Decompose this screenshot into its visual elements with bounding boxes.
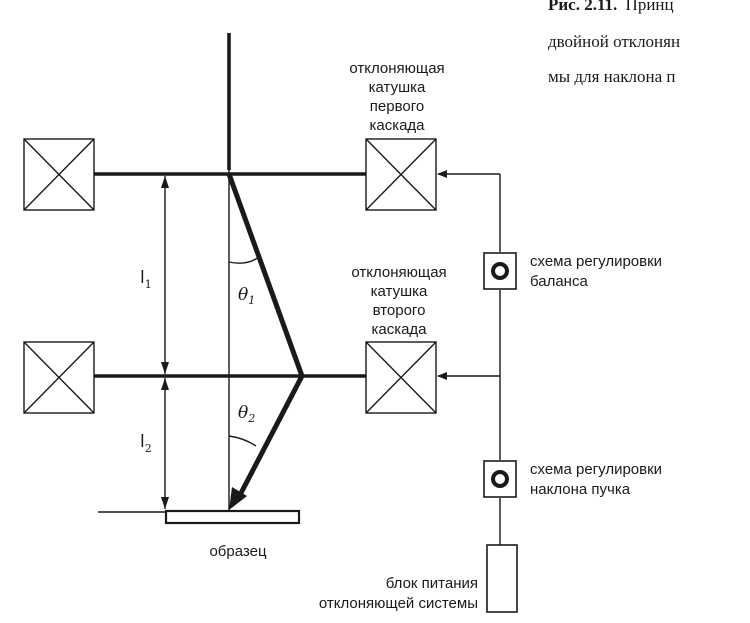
specimen-label: образец [209, 543, 267, 560]
balance-control-knob [483, 252, 517, 290]
svg-text:отклоняющая: отклоняющая [349, 60, 444, 77]
svg-text:каскада: каскада [369, 117, 425, 134]
tilt-control-knob [483, 460, 517, 498]
power-supply-block [486, 544, 518, 613]
theta2-label: θ2 [238, 403, 255, 425]
svg-text:отклоняющая: отклоняющая [351, 264, 446, 281]
svg-text:катушка: катушка [369, 79, 426, 96]
theta1-arc [228, 255, 261, 264]
svg-text:отклоняющей системы: отклоняющей системы [319, 595, 478, 612]
figure-caption-line1: Рис. 2.11. Принц [548, 0, 674, 14]
svg-text:первого: первого [370, 98, 424, 115]
balance-circuit-label: схема регулировки баланса [530, 253, 662, 290]
svg-text:второго: второго [373, 302, 426, 319]
svg-text:схема регулировки: схема регулировки [530, 253, 662, 270]
svg-text:блок питания: блок питания [386, 575, 478, 592]
beam-arrowhead [229, 487, 247, 510]
svg-text:каскада: каскада [371, 321, 427, 338]
svg-text:наклона пучка: наклона пучка [530, 481, 631, 498]
theta2-arc [228, 435, 257, 447]
coil-right-stage2 [365, 341, 437, 414]
coil-right-stage1 [365, 138, 437, 211]
theta1-label: θ1 [238, 285, 255, 307]
svg-text:баланса: баланса [530, 273, 588, 290]
coil-stage1-label: отклоняющая катушка первого каскада [349, 60, 444, 134]
coil-left-stage1 [23, 138, 95, 211]
coil-stage2-label: отклоняющая катушка второго каскада [351, 264, 446, 338]
figure-caption-line3: мы для наклона п [548, 67, 676, 86]
l2-label: l2 [140, 432, 152, 455]
coil-left-stage2 [23, 341, 95, 414]
deflected-beam [226, 173, 305, 497]
specimen [164, 509, 301, 525]
svg-text:схема регулировки: схема регулировки [530, 461, 662, 478]
svg-text:катушка: катушка [371, 283, 428, 300]
l1-label: l1 [140, 268, 152, 291]
power-supply-label: блок питания отклоняющей системы [319, 575, 478, 612]
figure-caption-line2: двойной отклонян [548, 32, 680, 51]
tilt-circuit-label: схема регулировки наклона пучка [530, 461, 662, 498]
